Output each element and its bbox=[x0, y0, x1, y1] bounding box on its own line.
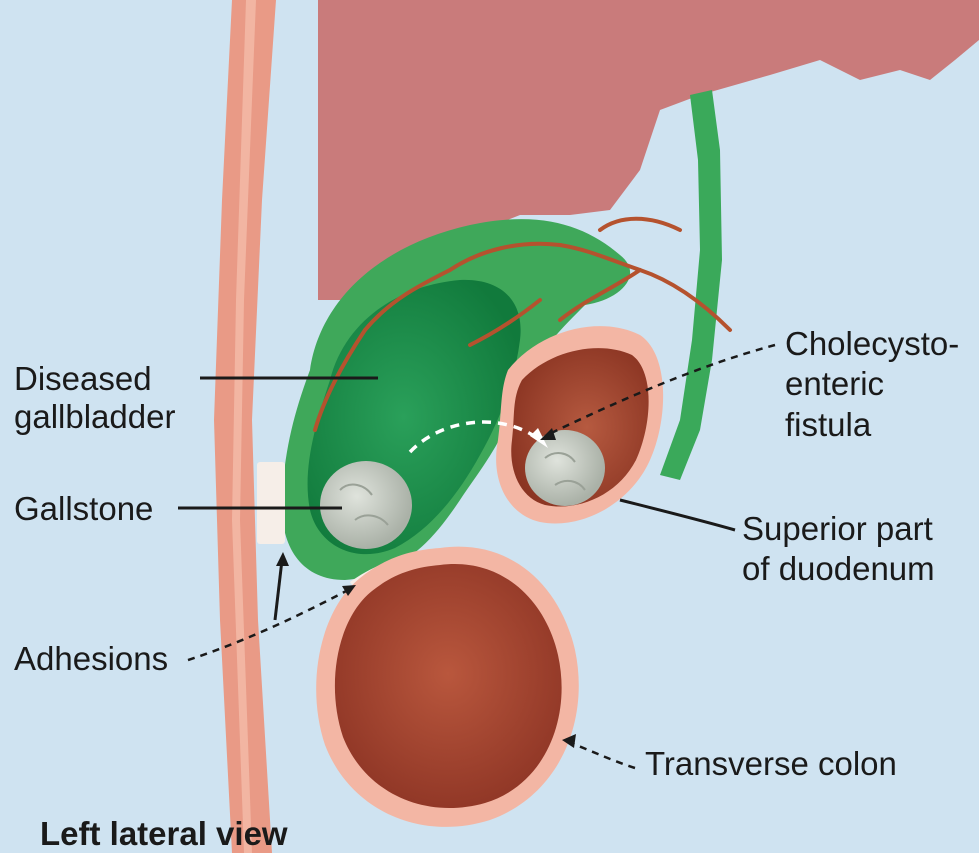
label-cholecystoenteric-fistula: Cholecysto- enteric fistula bbox=[785, 325, 968, 443]
gallstone-in-duodenum bbox=[525, 430, 605, 506]
transverse-colon bbox=[316, 547, 579, 827]
label-gallstone: Gallstone bbox=[14, 490, 153, 527]
label-superior-part-duodenum: Superior part of duodenum bbox=[742, 510, 942, 587]
label-transverse-colon: Transverse colon bbox=[645, 745, 897, 782]
label-adhesions: Adhesions bbox=[14, 640, 168, 677]
abdominal-wall bbox=[214, 0, 276, 853]
gallstone-in-gallbladder bbox=[320, 461, 412, 549]
label-diseased-gallbladder: Diseased gallbladder bbox=[14, 360, 175, 435]
view-title: Left lateral view bbox=[40, 815, 288, 852]
